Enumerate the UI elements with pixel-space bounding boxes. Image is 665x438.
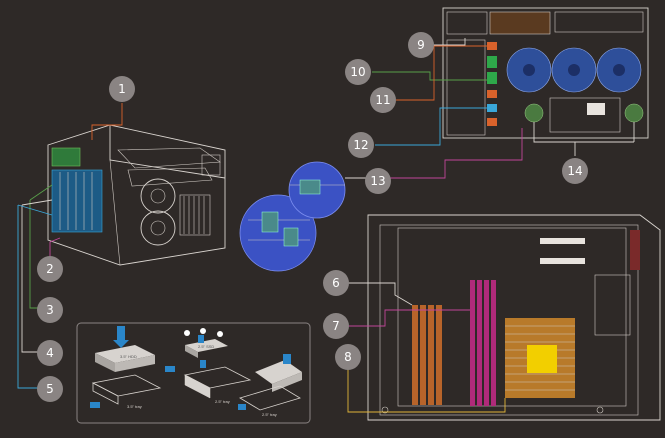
motherboard-view bbox=[367, 214, 661, 421]
callout-7: 7 bbox=[323, 313, 349, 339]
svg-text:13: 13 bbox=[370, 174, 385, 188]
callout-6: 6 bbox=[323, 270, 349, 296]
board-leaders bbox=[347, 282, 506, 413]
callout-4: 4 bbox=[37, 340, 63, 366]
chassis-heatsink bbox=[179, 194, 211, 236]
down-arrow-icon bbox=[117, 326, 125, 340]
io-ports bbox=[487, 42, 497, 126]
svg-text:1: 1 bbox=[118, 82, 126, 96]
svg-text:10: 10 bbox=[350, 65, 365, 79]
dimm-magenta-2 bbox=[477, 280, 482, 406]
right-arrow-icon bbox=[90, 402, 100, 408]
callout-3: 3 bbox=[37, 297, 63, 323]
step-3-insert: 2.5" tray bbox=[238, 354, 302, 417]
cpu-chip bbox=[527, 345, 557, 373]
rear-leaders bbox=[372, 38, 635, 179]
svg-text:4: 4 bbox=[46, 346, 54, 360]
svg-text:8: 8 bbox=[344, 350, 352, 364]
dimm-orange-3 bbox=[428, 305, 434, 405]
dimm-orange-4 bbox=[436, 305, 442, 405]
callout-13: 13 bbox=[365, 168, 391, 194]
callout-1: 1 bbox=[109, 76, 135, 102]
svg-text:2.5" tray: 2.5" tray bbox=[215, 399, 230, 404]
svg-text:2.5" tray: 2.5" tray bbox=[262, 412, 277, 417]
dimm-orange-1 bbox=[412, 305, 418, 405]
svg-text:6: 6 bbox=[332, 276, 340, 290]
svg-text:3.5" HDD: 3.5" HDD bbox=[120, 354, 137, 359]
svg-text:9: 9 bbox=[417, 38, 425, 52]
callout-9: 9 bbox=[408, 32, 434, 58]
svg-text:2: 2 bbox=[46, 262, 54, 276]
step-1-hdd: 3.5" HDD 3.5" tray bbox=[90, 326, 175, 409]
svg-text:3.5" tray: 3.5" tray bbox=[127, 404, 142, 409]
svg-text:7: 7 bbox=[332, 319, 340, 333]
svg-text:14: 14 bbox=[567, 164, 582, 178]
drive-install-inset: 3.5" HDD 3.5" tray 2.5" SSD 2.5" tray bbox=[76, 322, 311, 424]
callout-12: 12 bbox=[348, 132, 374, 158]
dimm-orange-2 bbox=[420, 305, 426, 405]
svg-text:2.5" SSD: 2.5" SSD bbox=[198, 344, 214, 349]
callout-8: 8 bbox=[335, 344, 361, 370]
down-arrow-icon bbox=[283, 354, 291, 364]
step-2-ssd: 2.5" SSD 2.5" tray bbox=[183, 328, 252, 404]
callout-10: 10 bbox=[345, 59, 371, 85]
ram-modules bbox=[412, 280, 496, 406]
dimm-magenta-4 bbox=[491, 280, 496, 406]
callout-5: 5 bbox=[37, 376, 63, 402]
svg-text:12: 12 bbox=[353, 138, 368, 152]
rear-fans bbox=[506, 47, 642, 93]
callout-11: 11 bbox=[370, 87, 396, 113]
nic-zoom-circles bbox=[239, 161, 378, 272]
pcie-slots bbox=[540, 238, 585, 264]
svg-text:5: 5 bbox=[46, 382, 54, 396]
power-supply bbox=[524, 97, 644, 133]
left-leaders bbox=[17, 103, 123, 389]
chassis-fans bbox=[140, 178, 176, 246]
down-arrow-icon bbox=[198, 335, 204, 343]
dimm-magenta-3 bbox=[484, 280, 489, 406]
callout-14: 14 bbox=[562, 158, 588, 184]
svg-text:11: 11 bbox=[375, 93, 390, 107]
rear-panel-view bbox=[442, 7, 649, 139]
callout-2: 2 bbox=[37, 256, 63, 282]
chassis-iso-view bbox=[47, 124, 226, 266]
drive-bays bbox=[51, 147, 103, 233]
dimm-magenta-1 bbox=[470, 280, 475, 406]
cpu-heatsink bbox=[505, 318, 575, 398]
svg-text:3: 3 bbox=[46, 303, 54, 317]
left-arrow-icon bbox=[165, 366, 175, 372]
